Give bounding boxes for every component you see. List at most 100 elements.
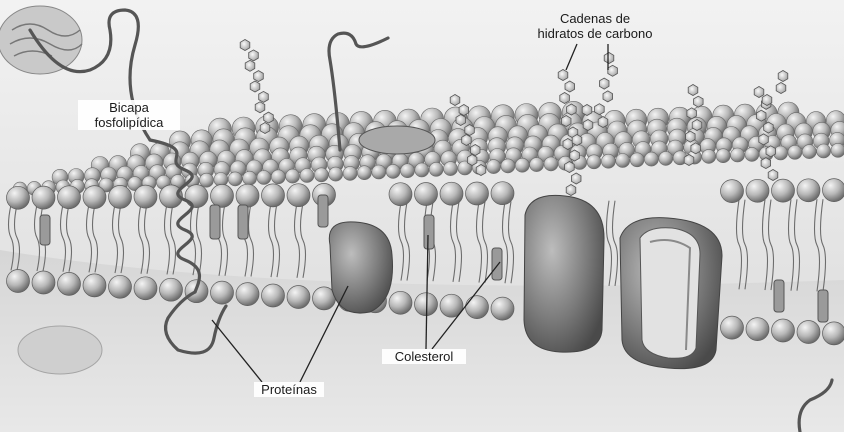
lipid-head xyxy=(160,278,183,301)
peripheral-protein xyxy=(359,126,435,154)
lipid-head xyxy=(491,297,514,320)
sugar-unit xyxy=(778,71,788,82)
lipid-head xyxy=(415,183,438,206)
sugar-unit xyxy=(249,50,259,61)
lipid-head xyxy=(257,171,271,185)
lipid-head xyxy=(109,185,132,208)
lipid-head xyxy=(797,321,820,344)
lipid-head xyxy=(487,160,501,174)
lipid-head xyxy=(32,271,55,294)
lipid-head xyxy=(32,186,55,209)
label-bicapa-line1: Bicapa xyxy=(80,100,178,115)
lipid-head xyxy=(491,182,514,205)
lipid-head xyxy=(134,185,157,208)
lipid-head xyxy=(702,149,716,163)
lipid-head xyxy=(797,179,820,202)
lipid-head xyxy=(823,322,844,345)
lipid-head xyxy=(831,143,844,157)
lipid-head xyxy=(329,167,343,181)
sugar-unit xyxy=(462,135,472,146)
lipid-head xyxy=(287,184,310,207)
lipid-head xyxy=(440,182,463,205)
lipid-head xyxy=(185,185,208,208)
lipid-head xyxy=(745,147,759,161)
lipid-head xyxy=(501,159,515,173)
label-cholesterol: Colesterol xyxy=(382,349,466,364)
sugar-unit xyxy=(604,53,614,64)
sugar-unit xyxy=(259,91,269,102)
sugar-unit xyxy=(598,117,608,128)
lipid-head xyxy=(287,286,310,309)
lipid-head xyxy=(83,274,106,297)
lipid-head xyxy=(7,186,30,209)
sugar-unit xyxy=(570,150,580,161)
sugar-unit xyxy=(476,165,486,176)
organelle-top-left xyxy=(0,6,82,74)
sugar-unit xyxy=(560,93,570,104)
lipid-head xyxy=(515,158,529,172)
sugar-unit xyxy=(254,71,264,82)
lipid-head xyxy=(772,179,795,202)
lipid-head xyxy=(286,169,300,183)
sugar-unit xyxy=(692,120,702,131)
sugar-unit xyxy=(563,139,573,150)
lipid-head xyxy=(616,154,630,168)
sugar-unit xyxy=(255,102,265,113)
lipid-head xyxy=(228,172,242,186)
lipid-head xyxy=(134,277,157,300)
sugar-unit xyxy=(240,40,250,51)
lipid-head xyxy=(243,171,257,185)
lipid-head xyxy=(544,157,558,171)
lipid-head xyxy=(314,168,328,182)
lipid-head xyxy=(466,182,489,205)
lipid-head xyxy=(386,164,400,178)
sugar-unit xyxy=(608,65,618,76)
lipid-head xyxy=(429,162,443,176)
sugar-unit xyxy=(566,185,576,196)
sugar-unit xyxy=(757,110,767,121)
lipid-head xyxy=(389,183,412,206)
lipid-head xyxy=(389,291,412,314)
lipid-head xyxy=(817,144,831,158)
lipid-head xyxy=(823,179,844,202)
sugar-unit xyxy=(471,145,481,156)
lipid-head xyxy=(659,151,673,165)
sugar-unit xyxy=(565,81,575,92)
protein-globular xyxy=(329,222,392,313)
lipid-head xyxy=(644,152,658,166)
lipid-head xyxy=(357,166,371,180)
lipid-head xyxy=(721,180,744,203)
sugar-unit xyxy=(599,78,609,89)
sugar-unit xyxy=(768,170,778,181)
vesicle xyxy=(18,326,102,374)
lipid-head xyxy=(415,163,429,177)
sugar-unit xyxy=(595,104,605,115)
sugar-unit xyxy=(691,143,701,154)
sugar-unit xyxy=(245,60,255,71)
lipid-head xyxy=(211,281,234,304)
sugar-unit xyxy=(761,158,771,169)
sugar-unit xyxy=(571,173,581,184)
sugar-unit xyxy=(764,122,774,133)
sugar-unit xyxy=(583,120,593,131)
lipid-head xyxy=(300,169,314,183)
lipid-head xyxy=(802,145,816,159)
lipid-head xyxy=(58,272,81,295)
label-cadenas-line2: hidratos de carbono xyxy=(532,26,658,41)
lipid-head xyxy=(444,162,458,176)
sugar-unit xyxy=(686,131,696,142)
sugar-unit xyxy=(561,116,571,127)
sugar-unit xyxy=(467,155,477,166)
lipid-head xyxy=(262,184,285,207)
lipid-head xyxy=(83,186,106,209)
sugar-unit xyxy=(572,135,582,146)
sugar-unit xyxy=(450,95,460,106)
lipid-head xyxy=(772,319,795,342)
lipid-head xyxy=(262,284,285,307)
sugar-unit xyxy=(264,112,274,123)
label-bicapa-line2: fosfolipídica xyxy=(80,115,178,130)
protein-channel-tube xyxy=(620,218,722,369)
sugar-unit xyxy=(776,83,786,94)
label-cadenas-line1: Cadenas de xyxy=(532,11,658,26)
